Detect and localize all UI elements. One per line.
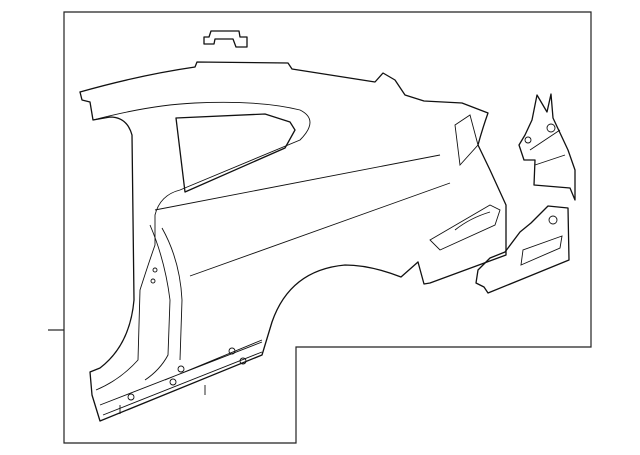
rear-bracket-lower (475, 205, 570, 294)
quarter-panel (79, 61, 507, 422)
clip-part (203, 30, 248, 48)
rear-bracket-upper (518, 93, 576, 201)
diagram-frame (63, 11, 592, 444)
